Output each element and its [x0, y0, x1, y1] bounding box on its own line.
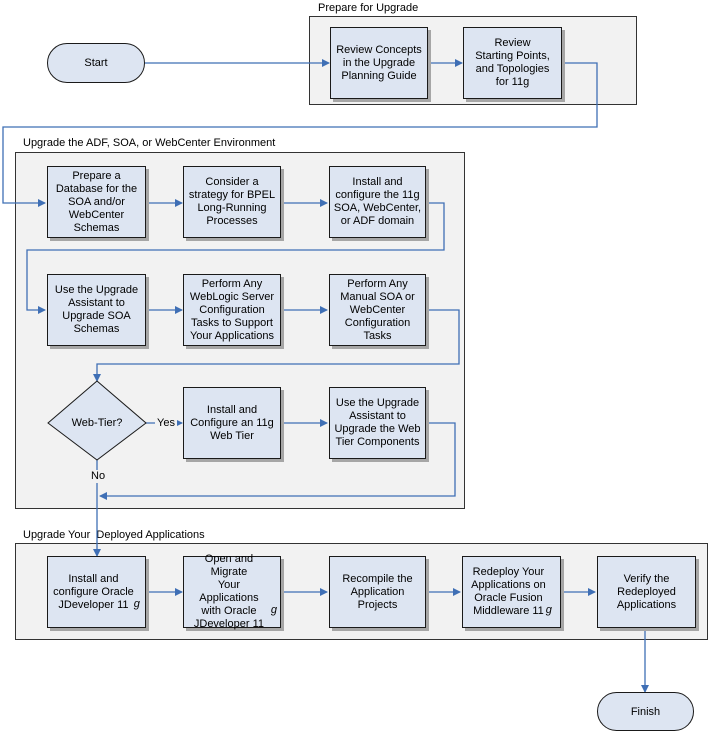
decision-yes-label: Yes — [155, 417, 177, 430]
redeploy-text: Redeploy Your Applications on Oracle Fus… — [471, 566, 546, 617]
step-manual-configuration: Perform Any Manual SOA or WebCenter Conf… — [329, 274, 426, 346]
step-verify-applications: Verify the Redeployed Applications — [597, 556, 696, 628]
step-upgrade-soa-schemas: Use the Upgrade Assistant to Upgrade SOA… — [47, 274, 146, 346]
arrow-upgrade-webtier-to-merge — [99, 422, 456, 500]
step-redeploy-applications: Redeploy Your Applications on Oracle Fus… — [462, 556, 561, 628]
migrate-text: Open and Migrate Your Applications with … — [193, 553, 264, 630]
step-upgrade-web-tier: Use the Upgrade Assistant to Upgrade the… — [329, 387, 426, 459]
step-review-topologies: Review Starting Points, and Topologies f… — [463, 27, 562, 99]
redeploy-italic-g: g — [545, 604, 552, 616]
step-recompile-projects: Recompile the Application Projects — [329, 556, 426, 628]
applications-group-label: Upgrade Your Deployed Applications — [23, 529, 205, 542]
step-install-domain: Install and configure the 11g SOA, WebCe… — [329, 166, 426, 238]
decision-label: Web-Tier? — [71, 417, 123, 429]
jdev-italic-g: g — [133, 598, 140, 610]
decision-no-label: No — [89, 470, 108, 483]
environment-group-label: Upgrade the ADF, SOA, or WebCenter Envir… — [23, 137, 276, 150]
step-bpel-strategy: Consider a strategy for BPEL Long-Runnin… — [183, 166, 281, 238]
arrow-manual-to-decision — [93, 309, 460, 382]
arrow-topologies-to-prepare-db — [2, 62, 598, 207]
step-review-concepts: Review Concepts in the Upgrade Planning … — [330, 27, 428, 99]
start-terminal: Start — [47, 43, 145, 83]
step-prepare-database: Prepare a Database for the SOA and/or We… — [47, 166, 146, 238]
jdev-text: Install and configure Oracle JDeveloper … — [53, 572, 134, 611]
finish-terminal: Finish — [597, 692, 694, 731]
step-install-web-tier: Install and Configure an 11g Web Tier — [183, 387, 281, 459]
step-migrate-applications: Open and Migrate Your Applications with … — [183, 553, 281, 630]
step-install-jdeveloper: Install and configure Oracle JDeveloper … — [47, 556, 146, 628]
step-weblogic-configuration: Perform Any WebLogic Server Configuratio… — [183, 274, 281, 346]
arrow-install-to-upgrade-schemas — [26, 202, 445, 314]
decision-diamond — [47, 380, 147, 461]
migrate-italic-g: g — [270, 604, 277, 616]
prepare-group-label: Prepare for Upgrade — [318, 2, 419, 15]
